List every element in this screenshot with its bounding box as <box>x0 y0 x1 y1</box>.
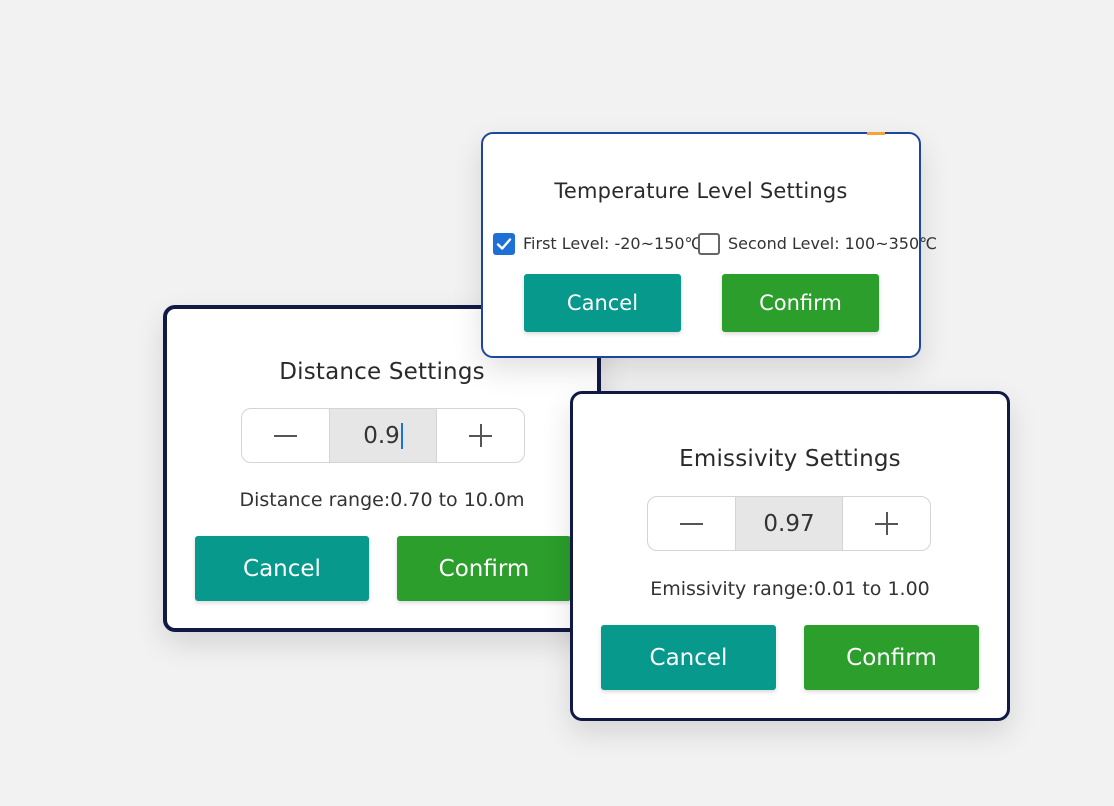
first-level-checkbox[interactable] <box>493 233 515 255</box>
temperature-cancel-button[interactable]: Cancel <box>524 274 681 332</box>
emissivity-value-field[interactable]: 0.97 <box>735 497 843 550</box>
distance-value-text: 0.9 <box>363 422 400 449</box>
distance-increment-button[interactable] <box>437 409 524 462</box>
emissivity-increment-button[interactable] <box>843 497 930 550</box>
temperature-confirm-button[interactable]: Confirm <box>722 274 879 332</box>
temperature-dialog-title: Temperature Level Settings <box>554 179 848 203</box>
distance-dialog-title: Distance Settings <box>279 359 485 385</box>
checkmark-icon <box>496 238 512 250</box>
emissivity-decrement-button[interactable] <box>648 497 735 550</box>
temperature-level-settings-dialog: Temperature Level Settings First Level: … <box>481 132 937 358</box>
text-cursor <box>400 422 403 449</box>
emissivity-dialog-title: Emissivity Settings <box>679 446 901 472</box>
distance-cancel-button[interactable]: Cancel <box>195 536 369 601</box>
second-level-checkbox[interactable] <box>698 233 720 255</box>
emissivity-range-text: Emissivity range:0.01 to 1.00 <box>650 578 930 600</box>
emissivity-cancel-button[interactable]: Cancel <box>601 625 776 690</box>
distance-decrement-button[interactable] <box>242 409 329 462</box>
emissivity-settings-dialog: Emissivity Settings 0.97 Emissivity rang… <box>570 391 1010 721</box>
distance-value-field[interactable]: 0.9 <box>329 409 437 462</box>
accent-mark <box>867 132 885 135</box>
emissivity-confirm-button[interactable]: Confirm <box>804 625 979 690</box>
distance-confirm-button[interactable]: Confirm <box>397 536 571 601</box>
second-level-label: Second Level: 100~350℃ <box>728 234 938 253</box>
distance-settings-dialog: Distance Settings 0.9 Distance range:0.7… <box>163 305 601 632</box>
distance-stepper[interactable]: 0.9 <box>241 408 525 463</box>
first-level-label: First Level: -20~150℃ <box>523 234 703 253</box>
distance-range-text: Distance range:0.70 to 10.0m <box>239 489 525 511</box>
emissivity-value-text: 0.97 <box>763 510 815 537</box>
emissivity-stepper[interactable]: 0.97 <box>647 496 931 551</box>
minus-icon <box>274 435 297 437</box>
minus-icon <box>680 523 703 525</box>
